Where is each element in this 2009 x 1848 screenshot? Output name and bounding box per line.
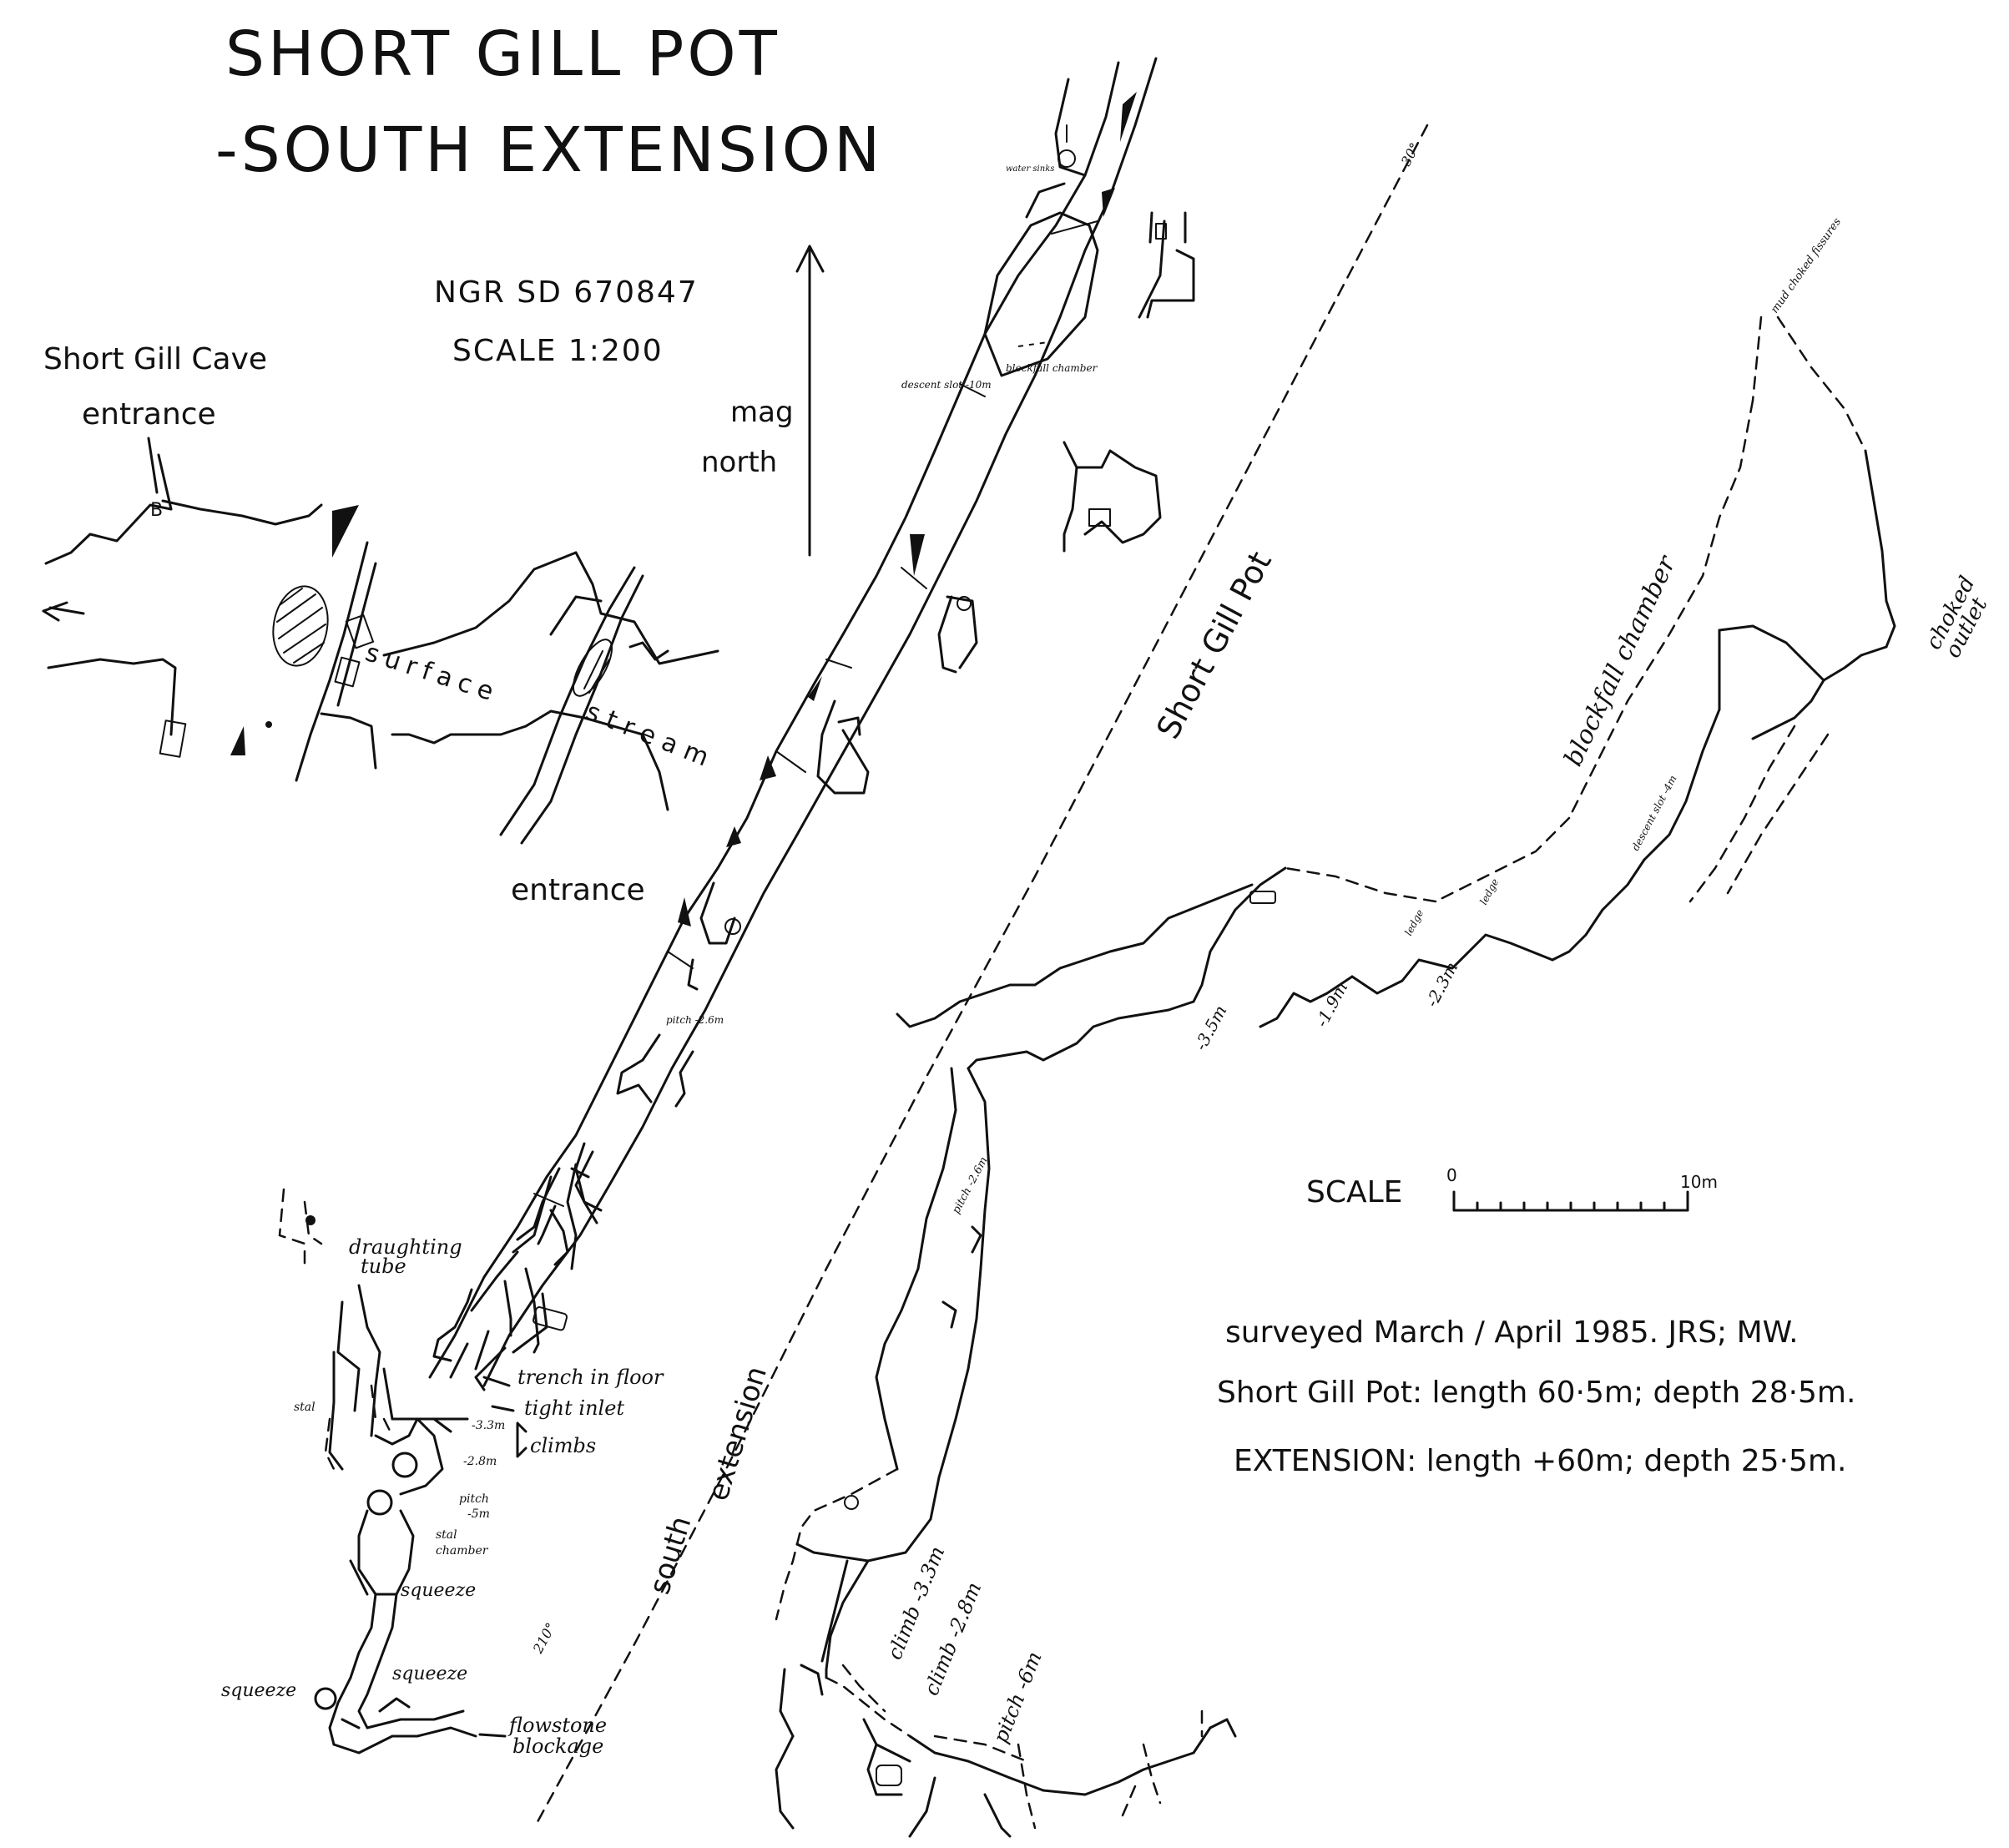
tight-inlet-label: tight inlet — [524, 1396, 624, 1420]
extension-length-depth-note: EXTENSION: length +60m; depth 25·5m. — [1234, 1444, 1846, 1478]
south-extension-passage — [775, 316, 1896, 1838]
bearing-30: 30° — [1398, 140, 1423, 169]
hatched-pool-left — [276, 588, 326, 664]
pot-entrance-label: entrance — [511, 873, 645, 907]
section-line — [533, 124, 1429, 1830]
pot-length-depth-note: Short Gill Pot: length 60·5m; depth 28·5… — [1217, 1376, 1855, 1410]
descent-slot-label: descent slot -10m — [901, 379, 992, 391]
extension-label: extension — [701, 1362, 774, 1504]
title-line-2: -SOUTH EXTENSION — [215, 114, 883, 186]
pitch-5-label-2: -5m — [467, 1507, 490, 1521]
extension-depth-35: -3.5m — [1190, 1002, 1230, 1053]
extension-descent-slot-label: descent slot -4m — [1629, 773, 1678, 852]
north-arrow-icon — [795, 245, 825, 557]
ledge-label-1: ledge — [1402, 907, 1426, 937]
depth-28-label: -2.8m — [463, 1455, 497, 1468]
surface-stream-map: B — [42, 437, 719, 845]
short-gill-cave-label: Short Gill Cave — [43, 342, 267, 376]
scale-bar-label: SCALE — [1306, 1175, 1402, 1209]
squeeze-label-2: squeeze — [392, 1664, 467, 1684]
short-gill-pot-section-label: Short Gill Pot — [1149, 546, 1279, 745]
ledge-label-2: ledge — [1477, 876, 1501, 906]
extension-blockfall-label: blockfall chamber — [1559, 550, 1683, 770]
pitch-26-label: pitch -2.6m — [666, 1014, 724, 1026]
pitch-6-label: pitch -6m — [989, 1649, 1047, 1746]
climbs-label: climbs — [530, 1434, 596, 1457]
ngr-reference: NGR SD 670847 — [434, 275, 699, 310]
lower-pot-series — [278, 1188, 477, 1755]
survey-credit-note: surveyed March / April 1985. JRS; MW. — [1225, 1315, 1799, 1350]
title-line-1: SHORT GILL POT — [225, 18, 780, 90]
depth-33-label: -3.3m — [472, 1419, 505, 1432]
pitch-5-label-1: pitch — [459, 1492, 489, 1506]
draughting-label: draughting — [349, 1235, 462, 1259]
water-sinks-label: water sinks — [1006, 164, 1054, 174]
short-gill-pot-passage — [428, 57, 1195, 1391]
scale-bar — [1452, 1190, 1689, 1212]
blockage-label: blockage — [512, 1734, 603, 1758]
squeeze-label-3: squeeze — [221, 1680, 296, 1701]
extension-depth-19: -1.9m — [1311, 978, 1351, 1030]
north-arrow-label-mag: mag — [730, 396, 794, 429]
stal-label-left: stal — [294, 1401, 315, 1414]
north-arrow-label-north: north — [701, 446, 777, 479]
tube-label: tube — [361, 1255, 406, 1278]
bearing-210: 210° — [529, 1620, 558, 1657]
blockfall-chamber-small-label: blockfall chamber — [1006, 362, 1098, 374]
south-label: south — [643, 1512, 698, 1598]
squeeze-label-1: squeeze — [401, 1580, 476, 1601]
mud-fissures-label: mud choked fissures — [1769, 215, 1844, 316]
scale-bar-end: 10m — [1680, 1172, 1718, 1192]
stal-chamber-label-1: stal — [436, 1528, 457, 1542]
short-gill-cave-entrance-label: entrance — [82, 397, 216, 432]
stal-chamber-label-2: chamber — [436, 1544, 489, 1558]
flowstone-label: flowstone — [507, 1714, 607, 1737]
trench-in-floor-label: trench in floor — [517, 1366, 664, 1389]
cave-entrance-marker: B — [150, 500, 163, 521]
stream-word-label: stream — [582, 697, 720, 775]
scale-bar-start: 0 — [1446, 1165, 1457, 1185]
map-scale-ratio: SCALE 1:200 — [452, 334, 664, 368]
extension-depth-23: -2.3m — [1421, 958, 1461, 1010]
surface-word-label: surface — [362, 638, 504, 709]
